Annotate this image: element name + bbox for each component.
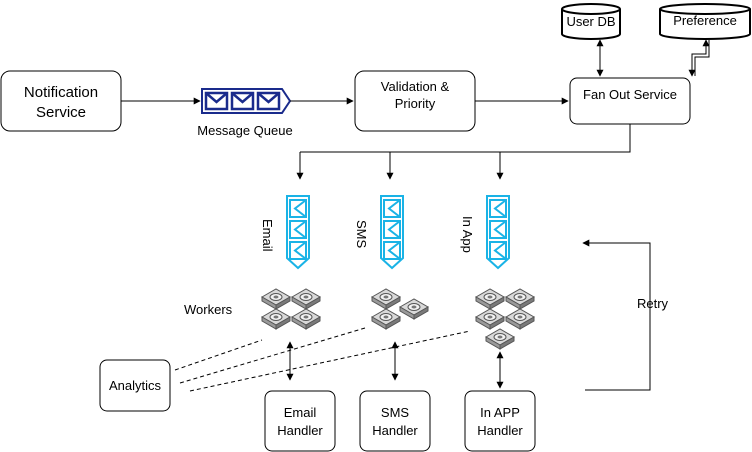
worker-icon	[505, 288, 535, 310]
retry-label: Retry	[637, 296, 669, 311]
email-queue-label: Email	[260, 219, 275, 252]
email-handler-label-1: Email	[284, 405, 317, 420]
notification-service-label-1: Notification	[24, 84, 98, 101]
sms-handler-label-2: Handler	[372, 423, 418, 438]
inapp-handler-node[interactable]: In APP Handler	[464, 390, 536, 452]
sms-worker-group[interactable]	[371, 288, 429, 330]
preference-node[interactable]: Preference	[659, 3, 751, 40]
inapp-handler-label-2: Handler	[477, 423, 523, 438]
fan-out-service-label: Fan Out Service	[583, 87, 677, 102]
sms-queue-label: SMS	[354, 220, 369, 249]
sms-handler-label-1: SMS	[381, 405, 410, 420]
edge-analytics-email-workers	[174, 339, 263, 371]
edge-analytics-inapp-workers	[189, 330, 471, 392]
notification-service-label-2: Service	[36, 104, 86, 121]
worker-icon	[399, 298, 429, 320]
email-worker-group[interactable]	[261, 288, 321, 330]
email-queue-icon[interactable]	[286, 195, 310, 269]
preference-label: Preference	[673, 13, 737, 28]
inapp-queue-label: In App	[460, 216, 475, 253]
edge-preference-fanout	[688, 39, 710, 77]
analytics-node[interactable]: Analytics	[99, 359, 171, 412]
worker-icon	[291, 308, 321, 330]
user-db-label: User DB	[566, 14, 615, 29]
worker-icon	[291, 288, 321, 310]
inapp-handler-label-1: In APP	[480, 405, 520, 420]
worker-icon	[475, 288, 505, 310]
validation-priority-label-2: Priority	[395, 96, 436, 111]
edge-retry-loop	[582, 239, 651, 391]
notification-service-node[interactable]: Notification Service	[0, 70, 122, 132]
edge-analytics-sms-workers	[179, 327, 366, 384]
message-queue-icon[interactable]	[201, 88, 292, 114]
worker-icon	[475, 308, 505, 330]
email-handler-node[interactable]: Email Handler	[264, 390, 336, 452]
inapp-worker-group[interactable]	[475, 288, 535, 350]
message-queue-label: Message Queue	[197, 123, 292, 138]
sms-queue-icon[interactable]	[380, 195, 404, 269]
inapp-queue-icon[interactable]	[486, 195, 510, 269]
fan-out-service-node[interactable]: Fan Out Service	[569, 77, 691, 125]
email-handler-label-2: Handler	[277, 423, 323, 438]
workers-label: Workers	[184, 302, 233, 317]
worker-icon	[371, 308, 401, 330]
edge-fanout-bus	[300, 124, 631, 153]
worker-icon	[261, 308, 291, 330]
analytics-label: Analytics	[109, 378, 162, 393]
worker-icon	[261, 288, 291, 310]
edge-preference-fanout-double	[694, 40, 710, 76]
user-db-node[interactable]: User DB	[561, 3, 621, 40]
worker-icon	[485, 328, 515, 350]
worker-icon	[371, 288, 401, 310]
worker-icon	[505, 308, 535, 330]
validation-priority-label-1: Validation &	[381, 79, 450, 94]
validation-priority-node[interactable]: Validation & Priority	[354, 70, 476, 132]
sms-handler-node[interactable]: SMS Handler	[359, 390, 431, 452]
